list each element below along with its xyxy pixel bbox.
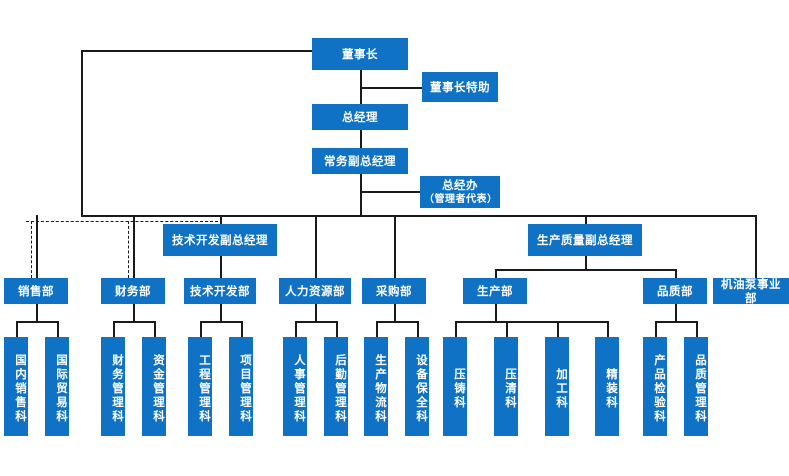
drop-die-casting [455, 321, 457, 337]
node-section-project-mgmt[interactable]: 项目管理科 [229, 337, 253, 436]
dashed-bus [26, 221, 218, 222]
node-section-finance-mgmt[interactable]: 财务管理科 [101, 337, 125, 436]
drop-engineering-mgmt [200, 321, 202, 337]
drop-fine-assembly [607, 321, 609, 337]
node-section-machining[interactable]: 加工科 [545, 337, 569, 436]
bus-production [455, 321, 607, 323]
drop-to-sales [36, 215, 38, 278]
node-dept-production[interactable]: 生产部 [463, 278, 527, 304]
drop-domestic-sales [16, 321, 18, 337]
node-production-quality-deputy-gm[interactable]: 生产质量副总经理 [528, 224, 642, 256]
connector-tech-deputy-to-dept [220, 256, 222, 278]
drop-product-inspection [655, 321, 657, 337]
bus-purchasing [376, 321, 417, 323]
drop-logistics-mgmt [336, 321, 338, 337]
drop-to-hr [315, 215, 317, 278]
node-dept-sales[interactable]: 销售部 [4, 278, 68, 304]
drop-to-production-dept [495, 269, 497, 278]
connector-chairman-assistant [360, 87, 422, 89]
drop-to-quality-dept [675, 269, 677, 278]
node-dept-tech-dev[interactable]: 技术开发部 [184, 278, 256, 304]
node-gm-office-line2: （管理者代表） [424, 194, 498, 206]
node-dept-purchasing[interactable]: 采购部 [362, 278, 426, 304]
drop-machining [557, 321, 559, 337]
node-gm-office[interactable]: 总经办 （管理者代表） [420, 176, 500, 208]
drop-techdev-down [220, 304, 222, 322]
connector-chairman-spine [81, 50, 83, 216]
node-section-press-cleaning[interactable]: 压清科 [494, 337, 518, 436]
node-chairman-assistant[interactable]: 董事长特助 [422, 72, 498, 102]
drop-press-cleaning [506, 321, 508, 337]
connector-chairman-down-1 [360, 70, 362, 88]
bus-hr [295, 321, 336, 323]
node-dept-quality[interactable]: 品质部 [643, 278, 707, 304]
bus-quality [655, 321, 696, 323]
main-bus [81, 215, 756, 217]
drop-finance-mgmt [113, 321, 115, 337]
connector-prod-deputy-down [585, 256, 587, 270]
drop-personnel-mgmt [295, 321, 297, 337]
drop-production-logis [376, 321, 378, 337]
drop-equipment-maint [417, 321, 419, 337]
node-section-equipment-maint[interactable]: 设备保全科 [405, 337, 429, 436]
drop-purchasing-down [394, 304, 396, 322]
drop-to-oil-pump-div [755, 215, 757, 278]
node-section-domestic-sales[interactable]: 国内销售科 [4, 337, 28, 436]
node-section-product-inspection[interactable]: 产品检验科 [643, 337, 667, 436]
node-dept-finance[interactable]: 财务部 [101, 278, 165, 304]
node-general-manager[interactable]: 总经理 [312, 104, 408, 130]
drop-intl-trade [57, 321, 59, 337]
node-chairman[interactable]: 董事长 [312, 38, 408, 70]
connector-chairman-left [81, 50, 312, 52]
node-section-production-logis[interactable]: 生产物流科 [364, 337, 388, 436]
drop-to-purchasing [394, 215, 396, 278]
connector-chairman-to-gm [360, 87, 362, 104]
drop-hr-down [315, 304, 317, 322]
drop-to-finance [133, 215, 135, 278]
node-gm-office-line1: 总经办 [442, 177, 478, 192]
bus-techdev [200, 321, 241, 323]
drop-sales-down [36, 304, 38, 322]
connector-deputy-down-1 [360, 174, 362, 192]
drop-finance-down [133, 304, 135, 322]
connector-deputy-to-bus [360, 191, 362, 216]
node-tech-deputy-gm[interactable]: 技术开发副总经理 [163, 224, 277, 256]
drop-quality-mgmt [696, 321, 698, 337]
drop-quality-down [675, 304, 677, 322]
node-section-fund-mgmt[interactable]: 资金管理科 [142, 337, 166, 436]
node-section-personnel-mgmt[interactable]: 人事管理科 [283, 337, 307, 436]
connector-deputy-to-gm-office [360, 191, 420, 193]
node-section-fine-assembly[interactable]: 精装科 [595, 337, 619, 436]
node-section-quality-mgmt[interactable]: 品质管理科 [684, 337, 708, 436]
bus-finance [113, 321, 154, 323]
dashed-drop-sales [31, 221, 32, 278]
drop-production-down [495, 304, 497, 322]
node-executive-deputy-gm[interactable]: 常务副总经理 [312, 148, 408, 174]
drop-fund-mgmt [154, 321, 156, 337]
connector-gm-to-deputy [360, 130, 362, 148]
node-dept-oil-pump-div[interactable]: 机油泵事业部 [713, 277, 789, 305]
node-section-intl-trade[interactable]: 国际贸易科 [45, 337, 69, 436]
node-section-die-casting[interactable]: 压铸科 [443, 337, 467, 436]
dashed-drop-finance [128, 221, 129, 278]
prod-deputy-bus [495, 269, 675, 271]
node-section-engineering-mgmt[interactable]: 工程管理科 [188, 337, 212, 436]
node-section-logistics-mgmt[interactable]: 后勤管理科 [324, 337, 348, 436]
drop-project-mgmt [241, 321, 243, 337]
node-dept-hr[interactable]: 人力资源部 [279, 278, 351, 304]
bus-sales [16, 321, 57, 323]
